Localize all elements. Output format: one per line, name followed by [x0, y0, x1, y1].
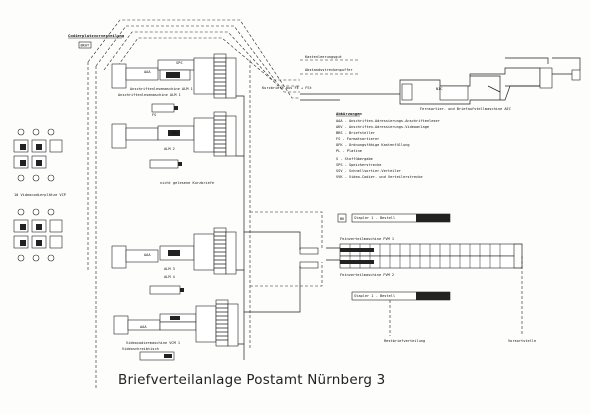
- legend-item: SPS - Speicherstrecke: [336, 163, 381, 167]
- legend-item: S - Stoffübergabe: [336, 157, 373, 161]
- label-fernsortier: Fernsortier- und Briefaufstellmaschine A…: [420, 107, 511, 111]
- aaa-label: AAA: [144, 70, 151, 74]
- top-box-label: BKAT: [81, 44, 90, 48]
- aaa-label: AAA: [140, 325, 147, 329]
- legend-item: FS - Formatsortierer: [336, 137, 380, 141]
- sps-label: SPS: [176, 61, 183, 65]
- dashed-route-1: [87, 19, 300, 99]
- machine-label: Anschriftenlesemaschine ALM 1: [118, 93, 181, 97]
- machine-label: Videocodiermaschine VCM 1: [126, 341, 180, 345]
- dashed-route-3: [103, 31, 300, 87]
- video-coding-stations-1: [13, 128, 63, 182]
- label-vcp: 10 Videocodierplätze VCP: [14, 193, 66, 197]
- legend-item: OFK - Ordnungsfähige Kastenfüllung: [336, 143, 410, 147]
- label-fvm1: Feinverteilmaschine FVM 1: [340, 237, 394, 241]
- label-stapler-1: Stapler 1 - Bestell: [354, 216, 395, 220]
- machine-label: Anschriftenlesemaschine ALM 1: [130, 87, 193, 91]
- machine-line-4: AAA Videocodiermaschine VCM 1 Videoschre…: [113, 299, 239, 361]
- top-label: Codierplatzvorverteilung: [68, 33, 125, 38]
- brs-label: BRS: [172, 131, 179, 135]
- diagram-caption: Briefverteilanlage Postamt Nürnberg 3: [118, 372, 386, 388]
- top-box: [78, 41, 92, 49]
- machine-line-2: BRS ALM 2: [111, 111, 237, 169]
- legend-item: AAA - Anschriften-Adressierungs-Anschrif…: [336, 119, 441, 123]
- machine-label: ALM 2: [164, 147, 175, 151]
- legend-item: VVK - Video-Codier- und Verteilerstrecke: [336, 175, 423, 179]
- legend-item: SSV - Schnellsortier-Verteiler: [336, 169, 402, 173]
- label-rest: Restbriefverteilung: [384, 339, 425, 343]
- fine-sorting-machines: BK Stapler 1 - Bestell Feinverteilmaschi…: [299, 213, 523, 336]
- nic-label: NIC: [436, 87, 443, 91]
- label-abstand: Abstandsstreckenpuffer: [305, 68, 353, 72]
- output-bus: [236, 95, 245, 360]
- machine-line-3: AAA ALM 3 ALM 4: [111, 227, 237, 295]
- machine-label: Videoschreibtisch: [122, 347, 159, 351]
- machine-label: ALM 4: [164, 275, 175, 279]
- label-nicht-gelesene: nicht gelesene Kurzbriefe: [160, 181, 214, 185]
- label-kurzbriefe: Kurzbriefe aus FE + FSt: [262, 86, 312, 90]
- video-coding-stations-2: [13, 208, 63, 262]
- label-vorsort: Vorsortstelle: [508, 339, 536, 343]
- label-stapler-2: Stapler 1 - Bestell: [354, 294, 395, 298]
- fs-label: FS: [152, 113, 156, 117]
- legend-item: PL - Platine: [336, 149, 362, 153]
- legend: Abkürzungen AAA - Anschriften-Adressieru…: [336, 111, 441, 179]
- machine-line-1: AAA SPS Anschriftenlesemaschine ALM 1 An…: [111, 53, 237, 117]
- legend-item: AKV - Anschriften-Adressierungs-Videoanl…: [336, 125, 429, 129]
- legend-item: BRS - Briefsteller: [336, 131, 376, 135]
- dashed-route-2: [95, 25, 300, 93]
- label-fvm2: Feinverteilmaschine FVM 2: [340, 273, 394, 277]
- bk-label: BK: [340, 217, 345, 221]
- label-kastenleerungsgut: Kastenleerungsgut: [305, 55, 342, 59]
- machine-label: ALM 3: [164, 267, 175, 271]
- aec-machine: NIC: [399, 57, 581, 105]
- legend-title: Abkürzungen: [336, 111, 362, 116]
- aaa-label: AAA: [144, 253, 151, 257]
